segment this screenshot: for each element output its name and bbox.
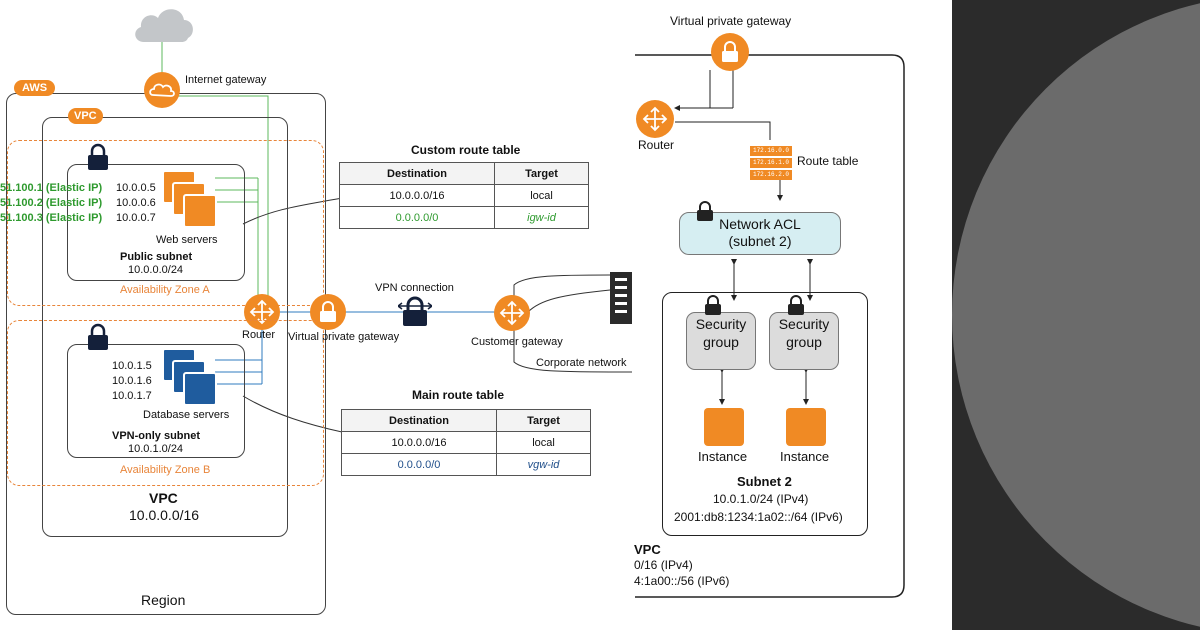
database-servers-label: Database servers — [143, 409, 230, 421]
table-cell: 0.0.0.0/0 — [339, 206, 495, 229]
route-table-row: 172.16.1.0 — [750, 158, 792, 168]
left-connector-lines — [161, 42, 633, 433]
cloud-icon — [135, 9, 193, 43]
vpc-box — [42, 117, 288, 537]
column-header: Destination — [339, 162, 495, 185]
vpn-lock-icon — [398, 296, 432, 326]
security-group-2: Security group — [769, 312, 839, 370]
table-row: 0.0.0.0/0 vgw-id — [341, 453, 591, 476]
public-subnet-title: Public subnet — [120, 251, 193, 263]
main-route-table-title: Main route table — [412, 388, 505, 402]
route-table-label: Route table — [797, 154, 859, 168]
main-route-table: Destination Target 10.0.0.0/16 local 0.0… — [341, 409, 591, 476]
right-router-icon — [636, 100, 674, 138]
table-row: 0.0.0.0/0 igw-id — [339, 206, 589, 229]
security-group-label: Security — [695, 316, 747, 332]
right-vpc-ipv6: 4:1a00::/56 (IPv6) — [634, 574, 730, 588]
vpc-cidr: 10.0.0.0/16 — [129, 507, 200, 523]
az-a-label: Availability Zone A — [120, 284, 210, 296]
lock-icon — [88, 323, 108, 350]
instance-1-icon — [704, 408, 744, 446]
customer-gateway-icon — [494, 295, 530, 331]
network-acl-subnet: (subnet 2) — [728, 233, 792, 249]
decorative-gray-circle — [952, 0, 1200, 630]
security-group-1: Security group — [686, 312, 756, 370]
decorative-dark-panel — [952, 0, 1200, 630]
column-header: Target — [494, 162, 589, 185]
server-rack-icon — [610, 272, 632, 324]
private-ip-3: 10.0.0.7 — [116, 212, 156, 224]
availability-zone-a — [7, 140, 324, 306]
corporate-network-label: Corporate network — [536, 357, 627, 369]
route-table-row: 172.16.0.0 — [750, 146, 792, 156]
vpn-subnet-title: VPN-only subnet — [112, 430, 201, 442]
column-header: Target — [496, 409, 591, 432]
right-router-label: Router — [638, 138, 675, 152]
lock-icon — [88, 143, 108, 170]
security-group-label: group — [703, 334, 739, 350]
az-b-label: Availability Zone B — [120, 464, 211, 476]
lock-icon — [697, 201, 713, 221]
internet-gateway-icon — [144, 72, 180, 108]
table-cell: 0.0.0.0/0 — [341, 453, 497, 476]
route-table-row: 172.16.2.0 — [750, 170, 792, 180]
router-icon — [244, 294, 280, 330]
public-ip-3: 51.100.3 (Elastic IP) — [0, 212, 103, 224]
custom-route-table: Destination Target 10.0.0.0/16 local 0.0… — [339, 162, 589, 229]
network-acl-label: Network ACL — [719, 216, 801, 232]
db-ip-2: 10.0.1.6 — [112, 375, 152, 387]
lock-icon — [788, 295, 804, 315]
router-label: Router — [242, 329, 276, 341]
public-subnet-cidr: 10.0.0.0/24 — [128, 264, 184, 276]
table-cell: 10.0.0.0/16 — [339, 184, 495, 207]
private-ip-1: 10.0.0.5 — [116, 182, 156, 194]
lock-icon — [705, 295, 721, 315]
table-cell: local — [494, 184, 589, 207]
customer-gateway-label: Customer gateway — [471, 336, 563, 348]
right-vpg-label: Virtual private gateway — [670, 14, 792, 28]
internet-gateway-label: Internet gateway — [185, 74, 267, 86]
table-cell: igw-id — [494, 206, 589, 229]
subnet-2-title: Subnet 2 — [737, 474, 792, 489]
security-group-label: Security — [778, 316, 830, 332]
vpc-tag: VPC — [68, 108, 103, 124]
instance-1-label: Instance — [698, 449, 748, 464]
vpg-icon — [310, 294, 346, 330]
vpc-title: VPC — [149, 490, 178, 506]
right-connector-lines — [635, 54, 905, 598]
vpn-subnet-cidr: 10.0.1.0/24 — [128, 443, 184, 455]
subnet-2-ipv6: 2001:db8:1234:1a02::/64 (IPv6) — [674, 510, 843, 524]
web-servers-label: Web servers — [156, 234, 218, 246]
availability-zone-b — [7, 320, 324, 486]
custom-route-table-title: Custom route table — [411, 143, 521, 157]
right-vpc-ipv4: 0/16 (IPv4) — [634, 558, 693, 572]
region-label: Region — [141, 592, 186, 608]
aws-tag: AWS — [14, 80, 56, 96]
table-row: 10.0.0.0/16 local — [339, 184, 589, 207]
public-ip-2: 51.100.2 (Elastic IP) — [0, 197, 103, 209]
subnet-2-box — [662, 292, 868, 536]
right-vpc-title: VPC — [634, 542, 661, 557]
db-ip-3: 10.0.1.7 — [112, 390, 152, 402]
security-group-label: group — [786, 334, 822, 350]
right-vpg-icon — [711, 33, 749, 71]
public-subnet-box — [67, 164, 245, 281]
vpg-label: Virtual private gateway — [288, 331, 400, 343]
instance-2-icon — [786, 408, 826, 446]
public-ip-1: 51.100.1 (Elastic IP) — [0, 182, 103, 194]
instance-2-label: Instance — [780, 449, 830, 464]
table-row: 10.0.0.0/16 local — [341, 431, 591, 454]
db-ip-1: 10.0.1.5 — [112, 360, 152, 372]
table-cell: 10.0.0.0/16 — [341, 431, 497, 454]
vpn-connection-label: VPN connection — [375, 282, 454, 294]
table-cell: local — [496, 431, 591, 454]
table-cell: vgw-id — [496, 453, 591, 476]
column-header: Destination — [341, 409, 497, 432]
vpn-subnet-box — [67, 344, 245, 458]
subnet-2-ipv4: 10.0.1.0/24 (IPv4) — [713, 492, 809, 506]
private-ip-2: 10.0.0.6 — [116, 197, 156, 209]
